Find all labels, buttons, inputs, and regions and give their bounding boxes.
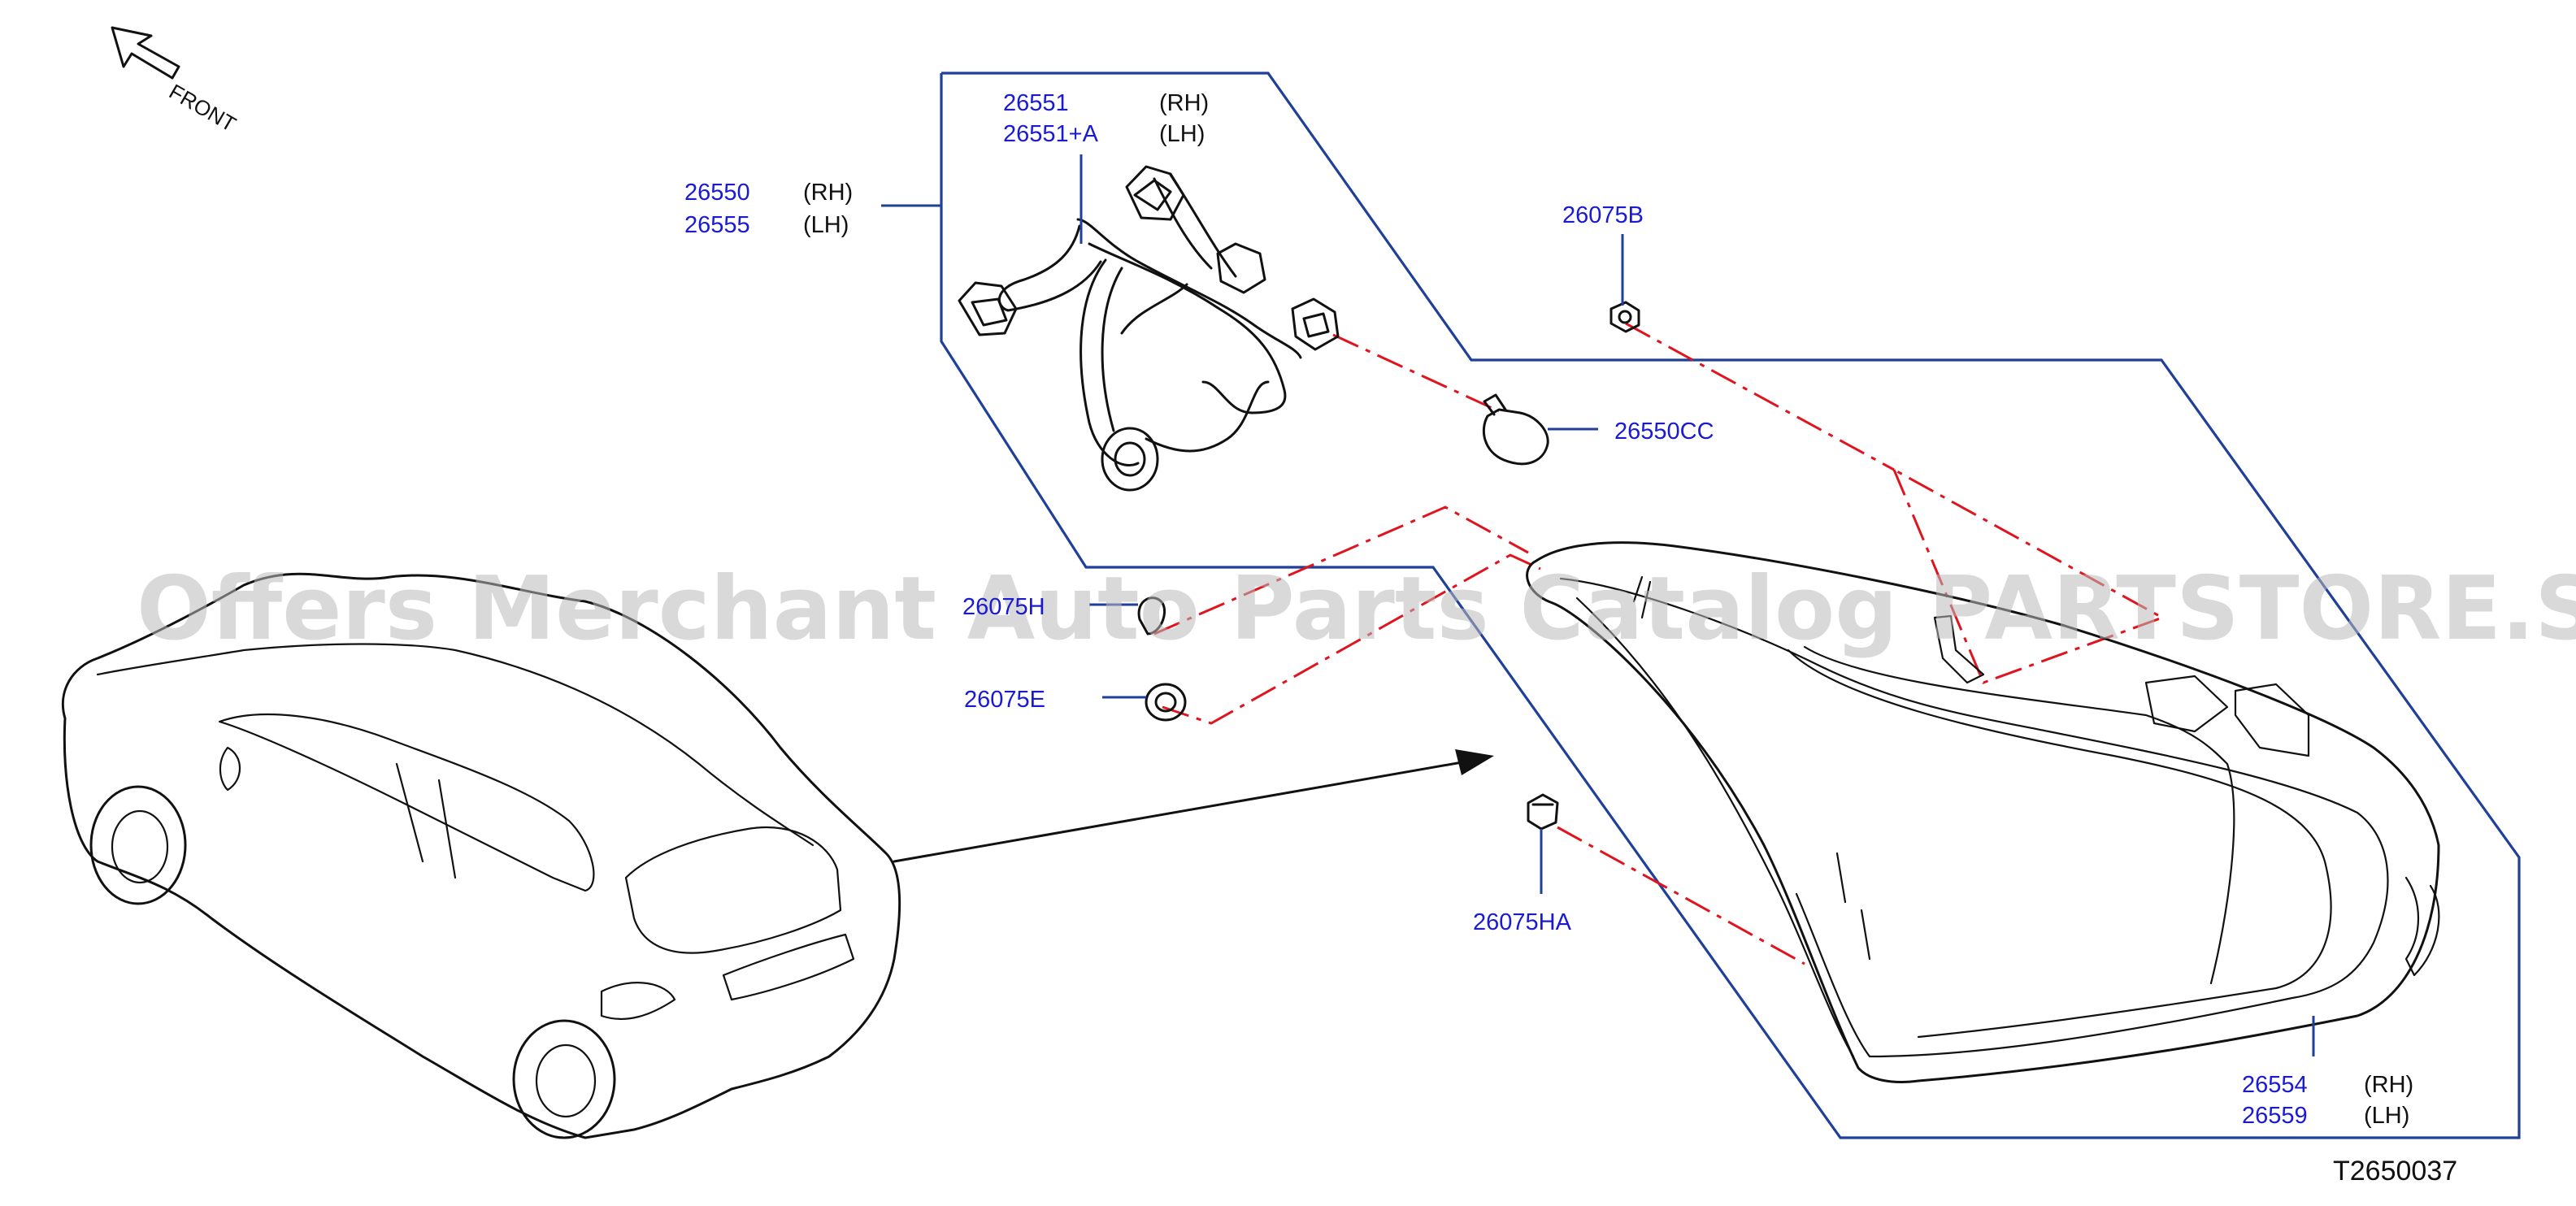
vehicle-outline-drawing [61, 572, 901, 1139]
lamp-assembly-code-lh: 26555 [684, 212, 750, 238]
leader-lines [881, 154, 2315, 1056]
location-arrow [893, 749, 1494, 863]
clip-ha-code: 26075HA [1473, 909, 1572, 935]
exploded-line-clip-h [1153, 505, 1529, 636]
tail-lamp-housing-drawing [1526, 541, 2440, 1083]
exploded-line-bulb [1332, 333, 1500, 413]
clip-e-icon [1145, 683, 1187, 722]
clip-h-code: 26075H [962, 594, 1045, 620]
harness-side-lh: (LH) [1159, 121, 1205, 147]
housing-side-rh: (RH) [2364, 1072, 2413, 1098]
harness-group-frame [940, 72, 2521, 1139]
group-frames [940, 72, 2521, 1139]
front-arrow-icon [111, 26, 180, 80]
bulb-drawing [1482, 393, 1549, 466]
front-direction-indicator: FRONT [111, 26, 241, 137]
lamp-assembly-side-rh: (RH) [803, 180, 853, 206]
front-label: FRONT [165, 79, 241, 137]
clip-e-code: 26075E [964, 687, 1045, 713]
part-labels: 26551 (RH) 26551+A (LH) 26550 (RH) 26555… [684, 90, 2413, 1129]
harness-code-lh: 26551+A [1003, 121, 1099, 147]
exploded-line-clip-b [1625, 322, 1895, 471]
clip-ha-icon [1527, 793, 1559, 831]
exploded-line-clip-e [1162, 553, 1541, 725]
clip-drawings [1137, 301, 1640, 831]
lamp-assembly-side-lh: (LH) [803, 212, 849, 238]
lamp-assembly-code-rh: 26550 [684, 180, 750, 206]
exploded-line-clip-ha [1557, 826, 1805, 965]
location-arrowhead-icon [1455, 749, 1494, 775]
watermark: Offers Merchant Auto Parts Catalog PARTS… [137, 558, 2576, 660]
wiring-harness-drawing [958, 165, 1340, 492]
figure-code: T2650037 [2333, 1156, 2457, 1186]
housing-code-lh: 26559 [2242, 1103, 2308, 1129]
bulb-code: 26550CC [1614, 419, 1714, 445]
housing-code-rh: 26554 [2242, 1072, 2308, 1098]
clip-b-icon [1609, 301, 1640, 333]
housing-side-lh: (LH) [2364, 1103, 2409, 1129]
harness-code-rh: 26551 [1003, 90, 1069, 116]
clip-b-code: 26075B [1562, 202, 1644, 228]
harness-side-rh: (RH) [1159, 90, 1209, 116]
exploded-lines [1153, 322, 2165, 965]
clip-h-icon [1137, 596, 1166, 636]
exploded-line-clip-b-housing [1892, 468, 2165, 684]
